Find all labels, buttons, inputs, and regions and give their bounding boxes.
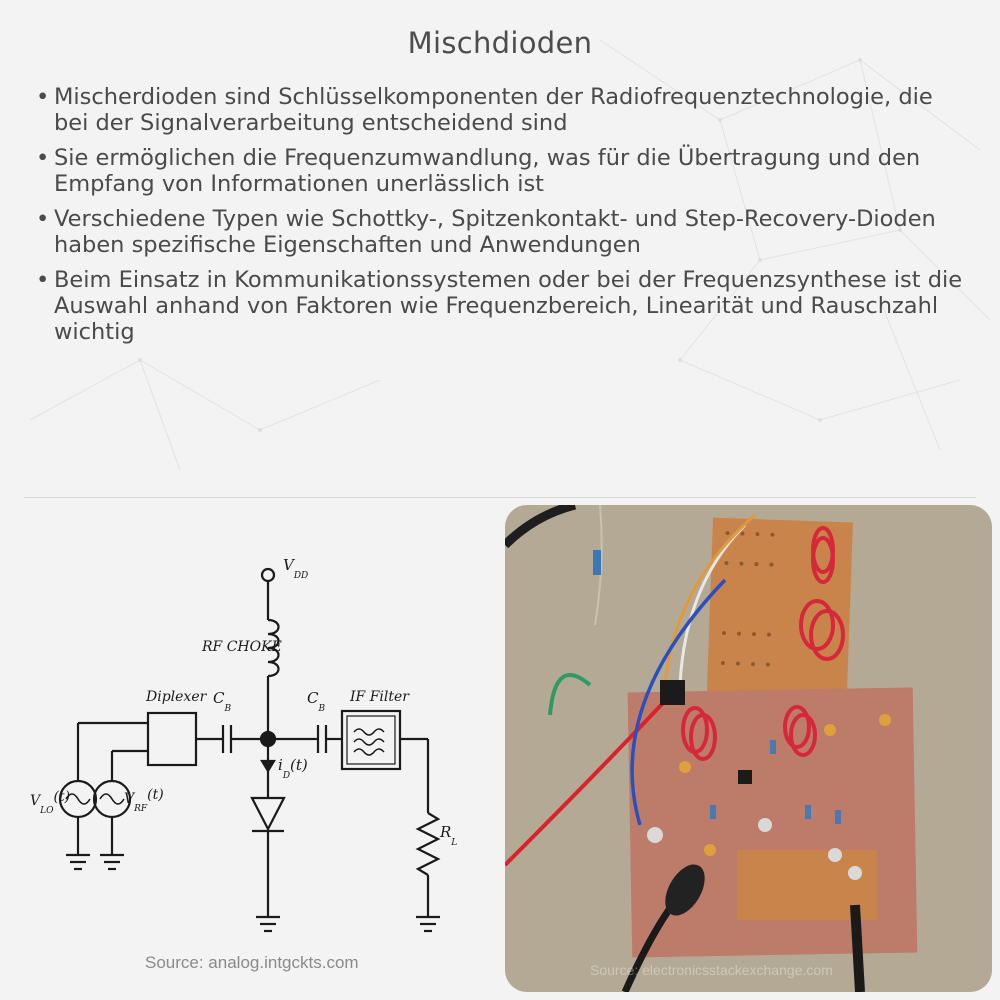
diplexer-label: Diplexer [145,689,208,705]
bullet-marker: • [36,84,50,110]
bullet-item: • Mischerdioden sind Schlüsselkomponente… [34,84,964,136]
page-title: Mischdioden [407,26,593,60]
ground-symbol [416,915,440,933]
background-texture [29,39,991,471]
vrf-label: VRF(t) [124,787,164,814]
current-arrow [260,759,276,774]
rf-choke-label: RF CHOKE [201,639,282,655]
vdd-terminal [260,567,276,583]
ground-symbol [100,853,124,871]
junction-node [259,730,277,748]
pcb-photo [505,505,992,992]
bullet-item: • Beim Einsatz in Kommunikationssystemen… [34,267,964,345]
cap-label-1: CB [213,689,231,714]
bullet-marker: • [36,206,50,232]
if-filter-label: IF Filter [349,689,410,705]
source-caption-left: Source: analog.intgckts.com [145,953,359,972]
bullet-item: • Sie ermöglichen die Frequenzumwandlung… [34,145,964,197]
source-caption-right: Source: electronicsstackexchange.com [590,962,833,978]
bullet-item: • Verschiedene Typen wie Schottky-, Spit… [34,206,964,258]
bullet-list: • Mischerdioden sind Schlüsselkomponente… [34,84,964,354]
diplexer-box [146,711,198,767]
vlo-label: VLO(t) [30,789,70,816]
mixer-schematic: VDD RF CHOKE Diplexer CB CB IF Filter RL… [30,556,457,933]
vdd-label: VDD [283,556,308,581]
bullet-marker: • [36,145,50,171]
pcb-photo-illustration [505,505,992,992]
bullet-text: Mischerdioden sind Schlüsselkomponenten … [54,84,933,136]
ground-symbol [66,853,90,871]
current-label: iD(t) [278,756,308,781]
rf-choke-inductor [267,618,280,678]
divider [24,497,976,498]
bullet-text: Beim Einsatz in Kommunikationssystemen o… [54,267,963,345]
if-filter-box [340,709,402,771]
ground-symbol [256,915,280,933]
mixer-diode [250,796,286,832]
rl-label: RL [439,823,457,848]
cap-label-2: CB [307,689,325,714]
bullet-text: Sie ermöglichen die Frequenzumwandlung, … [54,145,921,197]
bullet-marker: • [36,267,50,293]
load-resistor [415,812,441,876]
bullet-text: Verschiedene Typen wie Schottky-, Spitze… [54,206,936,258]
